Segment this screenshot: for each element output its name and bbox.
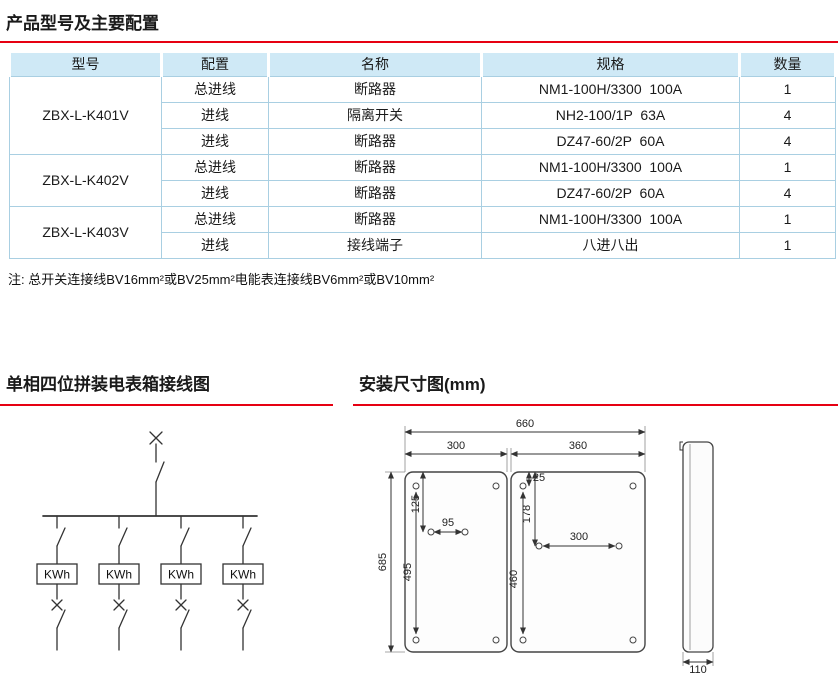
kwh-meter-label: KWh: [230, 567, 256, 581]
meter-branch: KWh: [98, 514, 140, 651]
table-row: ZBX-L-K402V 总进线 断路器 NM1-100H/3300 100A 1: [9, 153, 836, 207]
main-incoming-switch: [149, 430, 165, 517]
wiring-section-title: 单相四位拼装电表箱接线图: [6, 374, 210, 394]
meter-branch: KWh: [222, 514, 264, 651]
config-cell: 进线: [161, 179, 269, 207]
name-cell: 断路器: [268, 179, 482, 207]
spec-cell: NM1-100H/3300 100A: [481, 153, 740, 181]
model-cell: ZBX-L-K401V: [9, 75, 162, 155]
mounting-hole: [461, 528, 469, 535]
config-cell: 总进线: [161, 205, 269, 233]
qty-cell: 1: [739, 231, 836, 259]
spec-cell: NH2-100/1P 63A: [481, 101, 740, 129]
wiring-diagram: KWh KWh: [36, 430, 264, 651]
mounting-hole: [492, 482, 500, 489]
qty-cell: 1: [739, 153, 836, 181]
dim-left-panel-width-label: 300: [447, 440, 465, 452]
model-cell: ZBX-L-K402V: [9, 153, 162, 207]
right-panel-outline: [510, 470, 646, 653]
branch-x-mark: [113, 598, 125, 611]
red-divider-dimension: [353, 403, 838, 406]
spec-cell: DZ47-60/2P 60A: [481, 179, 740, 207]
red-divider-wiring: [0, 403, 333, 406]
name-cell: 断路器: [268, 127, 482, 155]
dim-right-hole-horizontal-label: 300: [570, 531, 588, 543]
col-header-qty: 数量: [738, 53, 837, 77]
dim-total-height-label: 685: [377, 552, 389, 570]
meter-branch: KWh: [36, 514, 78, 651]
wiring-section: 单相四位拼装电表箱接线图 KWh: [0, 370, 333, 686]
kwh-meter-label: KWh: [106, 567, 132, 581]
dim-right-panel-width-label: 360: [569, 440, 587, 452]
spec-cell: DZ47-60/2P 60A: [481, 127, 740, 155]
page-title: 产品型号及主要配置: [6, 14, 159, 33]
table-row: 进线 隔离开关 NH2-100/1P 63A 4: [10, 101, 836, 129]
kwh-meter-label: KWh: [44, 567, 70, 581]
spec-cell: NM1-100H/3300 100A: [481, 75, 740, 103]
dim-left-hole-vertical-label: 495: [402, 562, 414, 580]
lower-sections: 单相四位拼装电表箱接线图 KWh: [0, 370, 838, 686]
name-cell: 断路器: [268, 153, 482, 181]
kwh-meter-label: KWh: [168, 567, 194, 581]
mounting-hole: [412, 636, 420, 643]
mounting-hole: [519, 482, 527, 489]
col-header-spec: 规格: [480, 53, 741, 77]
mounting-hole: [615, 542, 623, 549]
model-cell: ZBX-L-K403V: [9, 205, 162, 259]
dimension-section: 安装尺寸图(mm) 660: [353, 370, 838, 686]
dim-depth-label: 110: [689, 664, 707, 676]
config-cell: 进线: [161, 127, 269, 155]
col-header-model: 型号: [8, 53, 163, 77]
mounting-hole: [519, 636, 527, 643]
config-cell: 总进线: [161, 153, 269, 181]
supply-x-mark: [149, 430, 163, 445]
mounting-hole: [412, 482, 420, 489]
mounting-hole: [427, 528, 435, 535]
mounting-hole: [492, 636, 500, 643]
dimension-section-title: 安装尺寸图(mm): [359, 374, 486, 394]
table-header-row: 型号 配置 名称 规格 数量: [8, 53, 837, 77]
table-row: ZBX-L-K401V 总进线 断路器 NM1-100H/3300 100A 1: [9, 75, 836, 155]
spec-cell: NM1-100H/3300 100A: [481, 205, 740, 233]
dim-total-width-label: 660: [516, 418, 534, 430]
name-cell: 隔离开关: [268, 101, 482, 129]
note-text: 注: 总开关连接线BV16mm²或BV25mm²电能表连接线BV6mm²或BV1…: [8, 271, 435, 287]
name-cell: 断路器: [268, 75, 482, 103]
mounting-hole: [629, 482, 637, 489]
branch-x-mark: [237, 598, 249, 611]
mounting-hole: [535, 542, 543, 549]
red-divider-top: [0, 41, 838, 43]
table-row: ZBX-L-K403V 总进线 断路器 NM1-100H/3300 100A 1: [9, 205, 836, 259]
table-row: 进线 断路器 DZ47-60/2P 60A 4: [10, 179, 836, 207]
branch-x-mark: [175, 598, 187, 611]
spec-cell: 八进八出: [481, 231, 740, 259]
branch-x-mark: [51, 598, 63, 611]
qty-cell: 4: [739, 179, 836, 207]
dim-right-hole-vertical-span-label: 460: [508, 569, 520, 587]
col-header-name: 名称: [267, 53, 483, 77]
table-row: 进线 断路器 DZ47-60/2P 60A 4: [10, 127, 836, 155]
table-row: 进线 接线端子 八进八出 1: [10, 231, 836, 259]
dim-left-hole-horizontal-label: 95: [442, 517, 454, 529]
name-cell: 断路器: [268, 205, 482, 233]
config-table: 型号 配置 名称 规格 数量 ZBX-L-K401V 总进线 断路器 NM1-1…: [8, 53, 837, 259]
side-view: [679, 440, 714, 653]
col-header-config: 配置: [160, 53, 270, 77]
config-cell: 总进线: [161, 75, 269, 103]
meter-branch: KWh: [160, 514, 202, 651]
qty-cell: 4: [739, 101, 836, 129]
qty-cell: 4: [739, 127, 836, 155]
config-cell: 进线: [161, 101, 269, 129]
dimension-diagram: 660 300 360: [377, 418, 714, 676]
left-panel-outline: [404, 470, 508, 653]
qty-cell: 1: [739, 75, 836, 103]
name-cell: 接线端子: [268, 231, 482, 259]
qty-cell: 1: [739, 205, 836, 233]
config-cell: 进线: [161, 231, 269, 259]
mounting-hole: [629, 636, 637, 643]
